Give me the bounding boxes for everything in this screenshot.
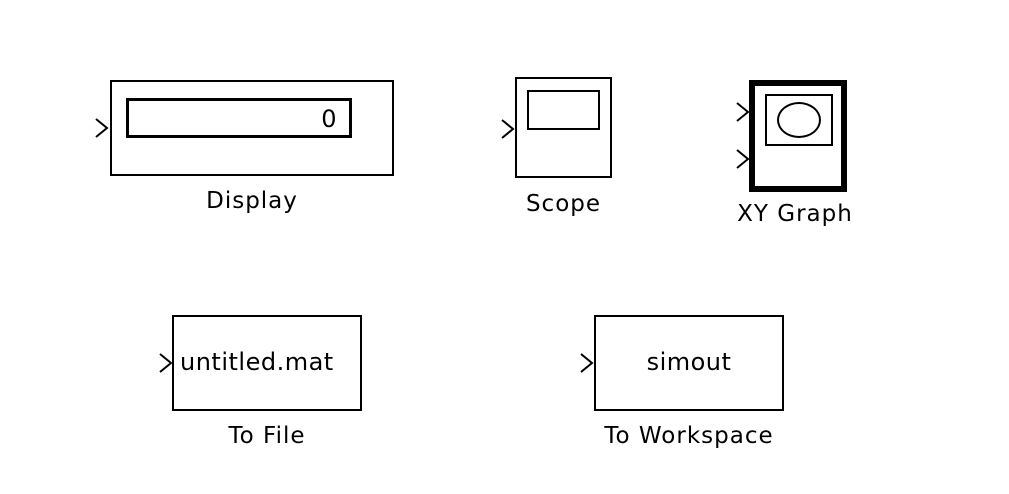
input-port-chevron-icon[interactable] — [501, 119, 515, 139]
to-file-caption: To File — [228, 423, 306, 449]
xy-graph-block[interactable] — [749, 80, 847, 192]
display-value: 0 — [321, 105, 337, 133]
xy-plot-icon — [765, 94, 833, 146]
xy-graph-caption: XY Graph — [737, 201, 853, 227]
display-readout: 0 — [126, 98, 352, 138]
scope-caption: Scope — [525, 191, 602, 217]
input-port-chevron-icon[interactable] — [159, 353, 173, 373]
scope-screen-icon — [527, 90, 600, 130]
to-workspace-variable: simout — [646, 348, 732, 376]
input-port-chevron-icon[interactable] — [580, 353, 594, 373]
to-workspace-caption: To Workspace — [604, 423, 774, 449]
scope-block[interactable] — [515, 77, 612, 178]
display-block[interactable]: 0 — [110, 80, 394, 176]
circle-icon — [777, 102, 821, 138]
input-port-chevron-icon[interactable] — [736, 149, 750, 169]
display-caption: Display — [206, 188, 298, 214]
input-port-chevron-icon[interactable] — [95, 118, 109, 138]
to-file-block[interactable]: untitled.mat — [172, 315, 362, 411]
input-port-chevron-icon[interactable] — [736, 102, 750, 122]
to-file-filename: untitled.mat — [180, 348, 334, 376]
to-workspace-block[interactable]: simout — [594, 315, 784, 411]
